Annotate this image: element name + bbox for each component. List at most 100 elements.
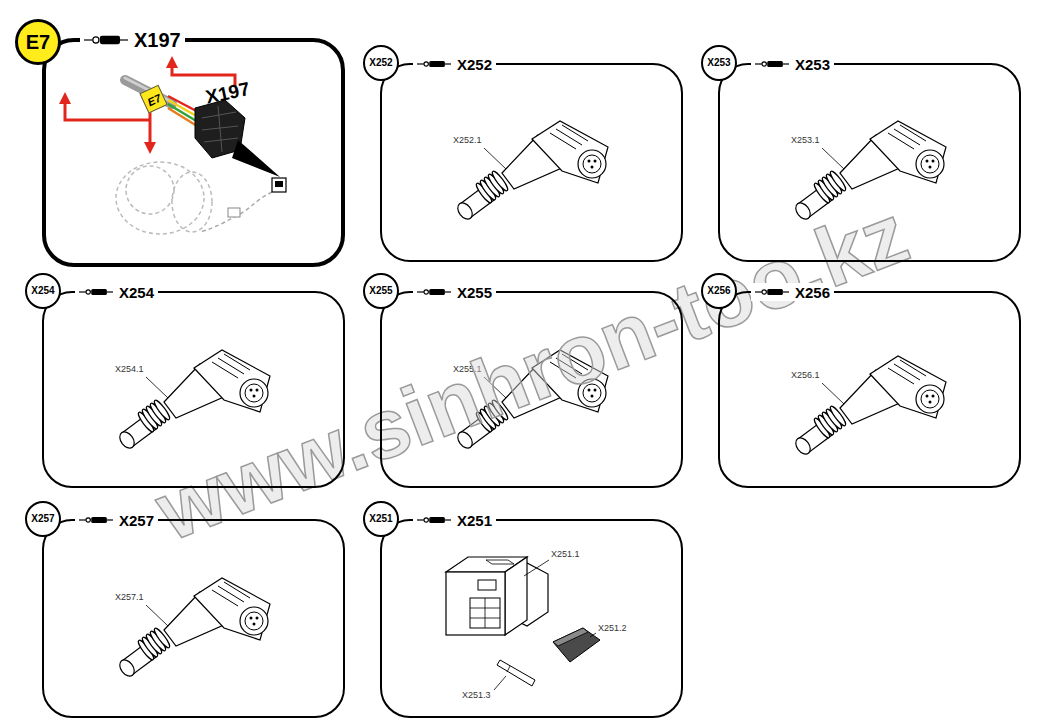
icon-wire <box>417 63 424 64</box>
drawing-part <box>168 104 198 122</box>
connector-panel: X252X252 <box>380 63 683 262</box>
id-circle: X254 <box>25 273 61 309</box>
panel-heading: X253 <box>751 55 834 73</box>
connector-panel: X254X254 <box>42 291 345 488</box>
heading-text: X257 <box>119 513 154 528</box>
connector-icon <box>79 515 113 525</box>
drawing-part <box>228 208 240 217</box>
id-circle: X253 <box>701 45 737 81</box>
icon-wire <box>417 291 424 292</box>
drawing-part <box>172 62 235 86</box>
icon-ring <box>86 290 90 294</box>
icon-plug <box>767 289 783 295</box>
icon-plug <box>91 289 107 295</box>
connector-panel: X253X253 <box>718 63 1021 262</box>
drawing-part <box>470 598 500 628</box>
id-circle: E7 <box>15 19 61 65</box>
connector-icon <box>417 287 451 297</box>
icon-ring <box>86 518 90 522</box>
drawing-part <box>232 140 280 177</box>
icon-wire <box>755 291 762 292</box>
connector-panel: X251X251 <box>380 519 683 718</box>
circle-text: X251 <box>369 514 392 524</box>
drawing-part <box>168 108 197 126</box>
x251-housing <box>446 557 549 635</box>
icon-wire <box>84 39 93 40</box>
drawing-part <box>149 110 152 148</box>
id-circle: X251 <box>363 501 399 537</box>
panel-heading: X256 <box>751 283 834 301</box>
icon-plug <box>767 61 783 67</box>
id-circle: X257 <box>25 501 61 537</box>
icon-ring <box>424 62 428 66</box>
icon-wire <box>79 291 86 292</box>
circle-text: E7 <box>26 32 50 52</box>
drawing-part <box>218 106 222 152</box>
drawing-part <box>485 598 486 628</box>
panel-heading: X251 <box>413 511 496 529</box>
drawing-part <box>553 628 588 646</box>
part-label: X251.3 <box>462 691 491 700</box>
drawing-part <box>497 660 535 686</box>
connector-panel: X197E7E7 <box>42 38 345 267</box>
id-circle: X255 <box>363 273 399 309</box>
wire-tag: E7 <box>139 84 168 113</box>
x251-pin <box>494 660 535 690</box>
icon-ring <box>424 290 428 294</box>
icon-wire <box>445 291 451 292</box>
icon-wire <box>107 519 113 520</box>
drawing-part <box>590 633 596 637</box>
connector-panel: X256X256 <box>718 291 1021 488</box>
part-label: X251.1 <box>551 550 580 559</box>
drawing-part <box>65 98 150 120</box>
icon-ring <box>762 290 766 294</box>
icon-ring <box>424 518 428 522</box>
drawing-part <box>200 192 272 232</box>
heading-text: X254 <box>119 285 154 300</box>
heading-text: X197 <box>134 30 181 50</box>
part-label: X254.1 <box>115 365 144 374</box>
panel-heading: X257 <box>75 511 158 529</box>
icon-wire <box>445 519 451 520</box>
drawing-part <box>172 172 212 232</box>
part-label: X253.1 <box>791 136 820 145</box>
drawing-part <box>505 557 527 635</box>
icon-wire <box>783 63 789 64</box>
part-label: X257.1 <box>115 593 144 602</box>
circle-text: X252 <box>369 58 392 68</box>
drawing-part <box>478 580 496 590</box>
icon-plug <box>91 517 107 523</box>
panel-heading: X255 <box>413 283 496 301</box>
drawing-part <box>275 181 283 187</box>
part-label: X252.1 <box>453 136 482 145</box>
circle-text: X253 <box>707 58 730 68</box>
drawing-part <box>553 628 600 662</box>
panel-heading: X252 <box>413 55 496 73</box>
connector-icon <box>79 287 113 297</box>
circle-text: X256 <box>707 286 730 296</box>
circle-text: X255 <box>369 286 392 296</box>
icon-ring <box>93 37 99 43</box>
drawing-part <box>446 572 505 635</box>
part-label: X251.2 <box>598 624 627 633</box>
icon-wire <box>755 63 762 64</box>
icon-plug <box>100 36 120 44</box>
id-circle: X256 <box>701 273 737 309</box>
circle-text: X254 <box>31 286 54 296</box>
tag-text: E7 <box>146 92 163 109</box>
icon-wire <box>445 63 451 64</box>
id-circle: X252 <box>363 45 399 81</box>
drawing-part <box>486 560 514 564</box>
drawing-part <box>507 666 510 672</box>
connector-icon <box>417 59 451 69</box>
icon-plug <box>429 289 445 295</box>
drawing-part <box>494 676 506 690</box>
icon-wire <box>783 291 789 292</box>
icon-wire <box>107 291 113 292</box>
heading-text: X255 <box>457 285 492 300</box>
e7-illustration <box>65 62 286 234</box>
connector-icon <box>417 515 451 525</box>
icon-wire <box>79 519 86 520</box>
heading-text: X251 <box>457 513 492 528</box>
